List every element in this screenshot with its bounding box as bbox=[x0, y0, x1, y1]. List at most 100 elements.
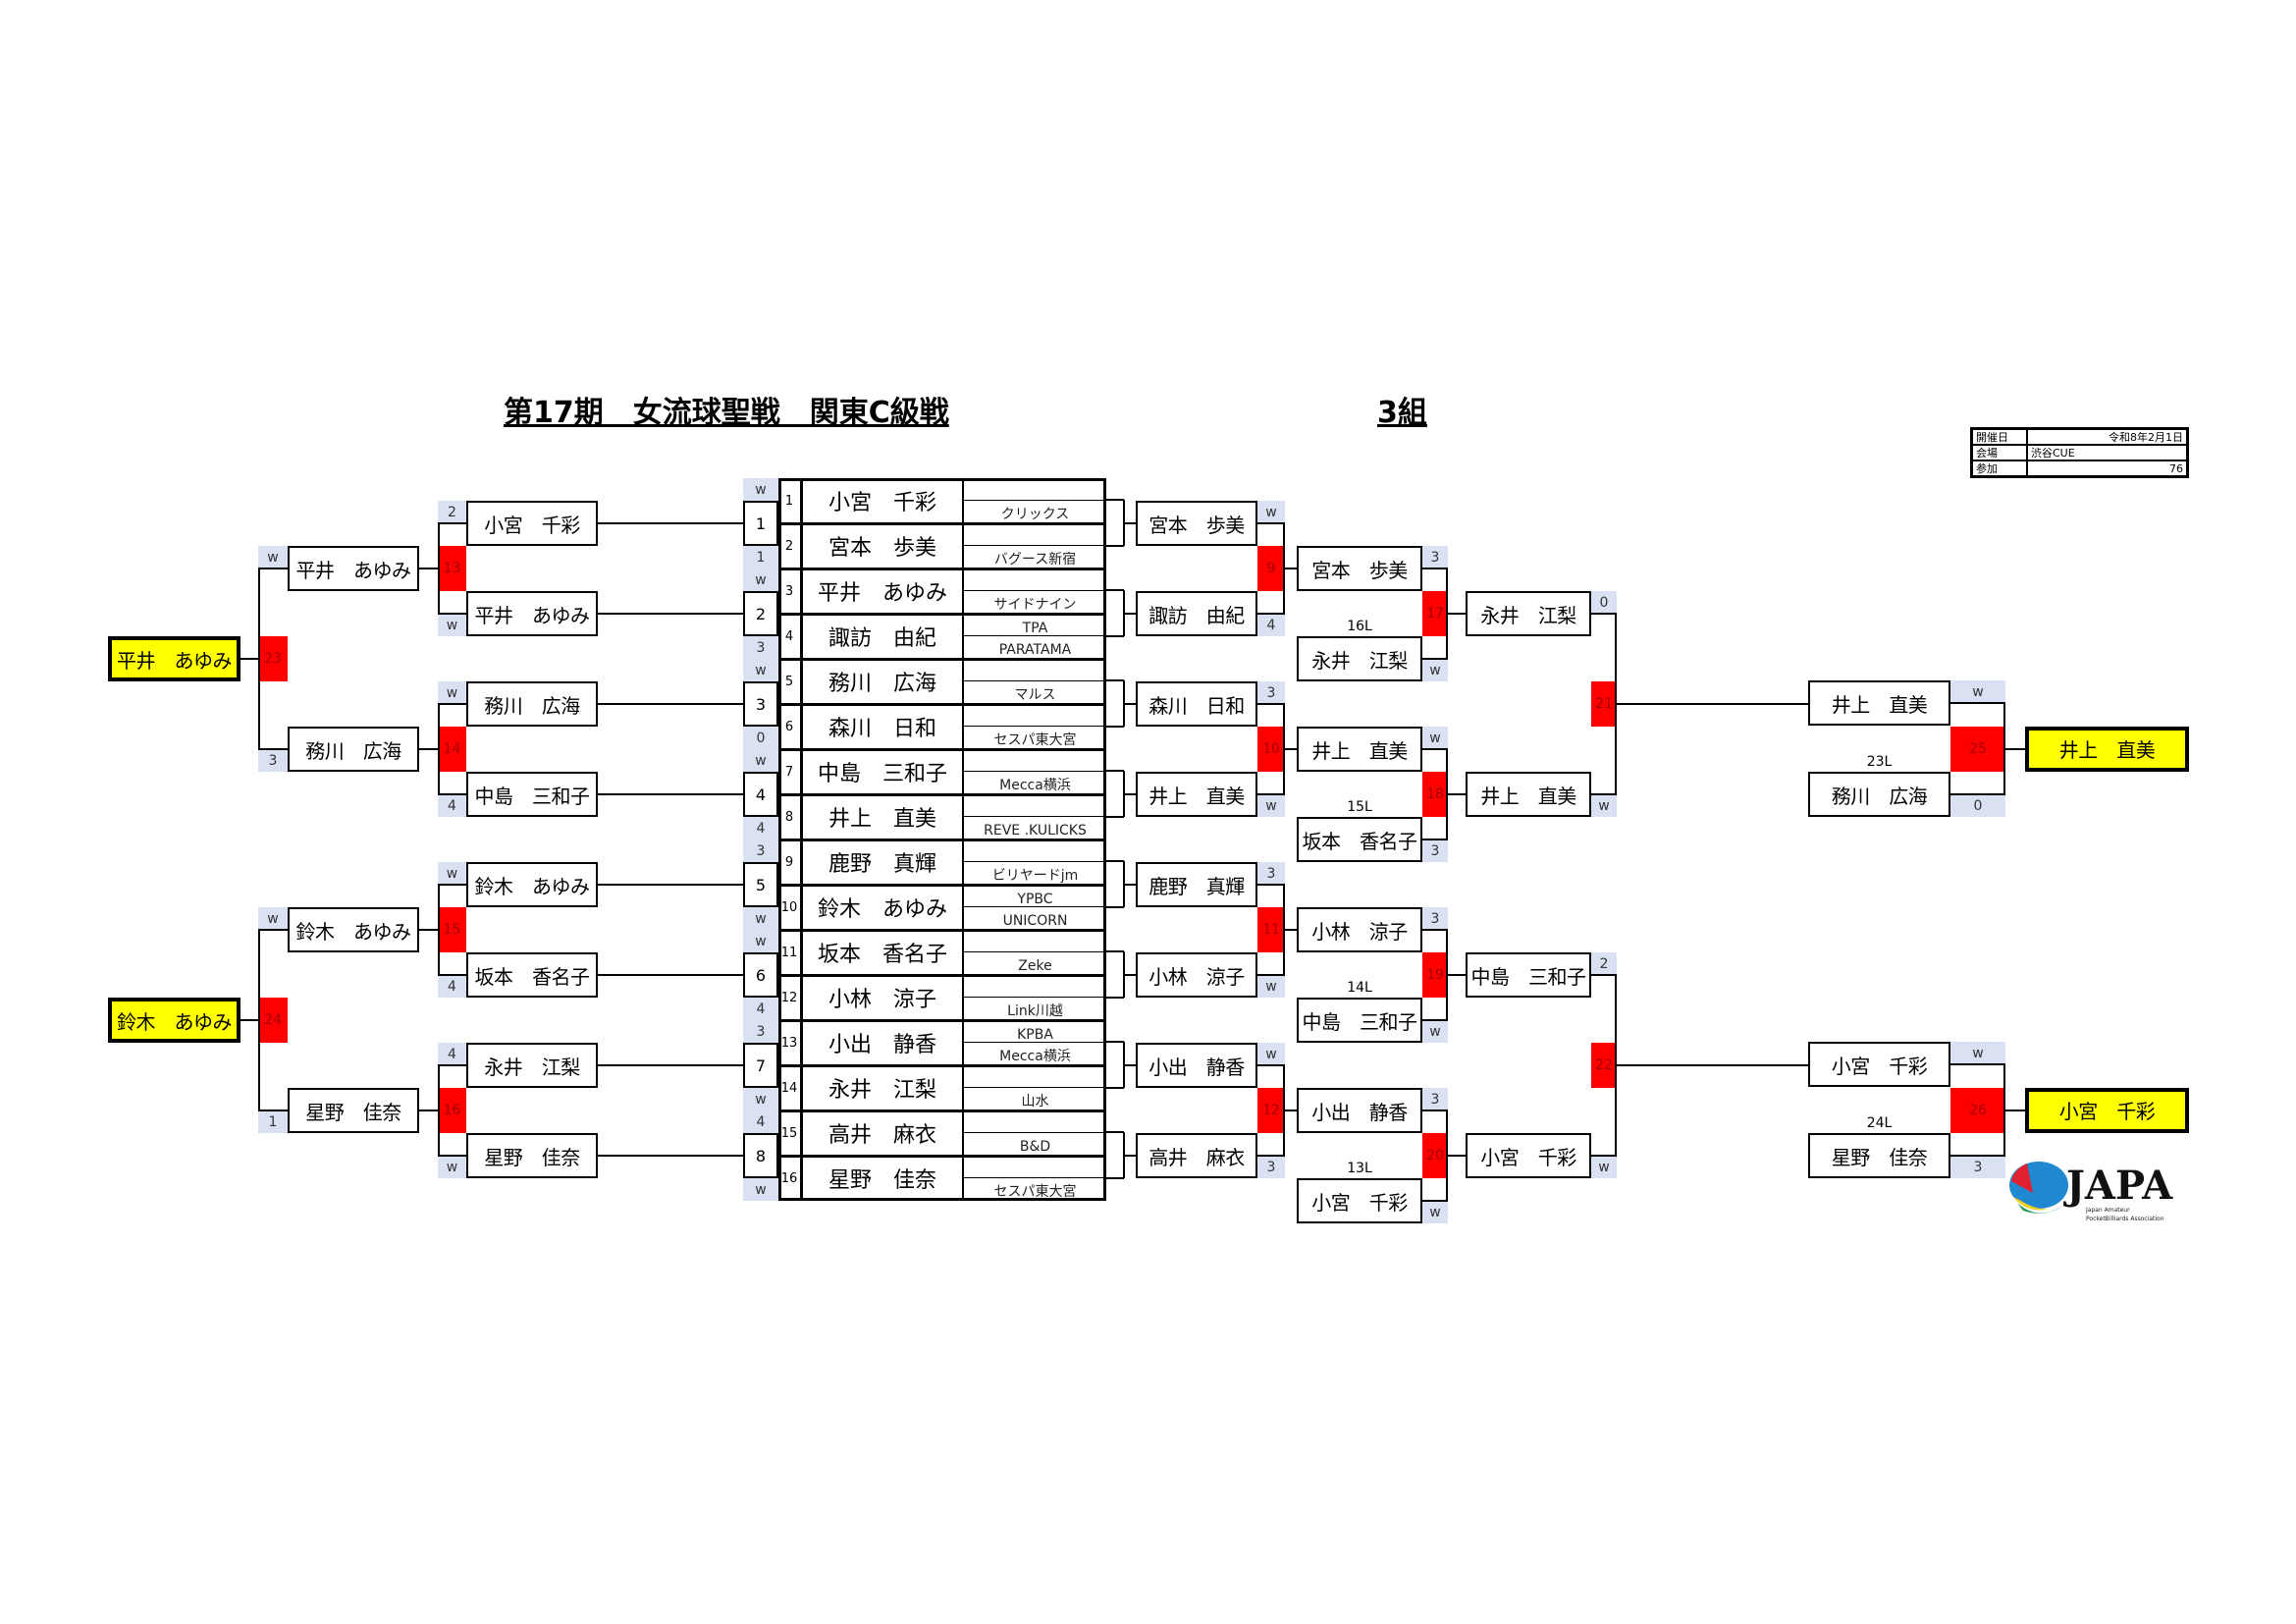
row-divider bbox=[778, 974, 1106, 977]
score-cell: w bbox=[438, 614, 466, 636]
bracket-line bbox=[1446, 749, 1448, 839]
match-number-box: 3 bbox=[743, 681, 778, 727]
club-name bbox=[964, 661, 1106, 680]
score-cell: 2 bbox=[1591, 952, 1617, 975]
bracket-line bbox=[438, 522, 466, 524]
player-name: 平井 あゆみ bbox=[803, 568, 964, 614]
player-box: 鈴木 あゆみ bbox=[466, 862, 598, 907]
score-cell: 2 bbox=[438, 501, 466, 523]
club-name: クリックス bbox=[1000, 507, 1070, 522]
player-box: 小出 静香 bbox=[1297, 1088, 1422, 1133]
bracket-line bbox=[258, 568, 260, 749]
club-divider bbox=[964, 1087, 1106, 1088]
score-cell: 4 bbox=[1257, 614, 1285, 636]
score-cell: w bbox=[438, 1156, 466, 1178]
loser-from-label: 15L bbox=[1347, 799, 1372, 815]
bracket-line bbox=[438, 974, 466, 976]
bracket-line bbox=[1106, 1087, 1124, 1089]
bracket-line bbox=[1124, 522, 1136, 524]
bracket-line bbox=[1950, 1155, 2005, 1157]
bracket-line bbox=[2003, 703, 2005, 794]
draw-number: 11 bbox=[778, 930, 803, 975]
row-divider bbox=[778, 1110, 1106, 1112]
loser-from-label: 16L bbox=[1347, 619, 1372, 634]
club-name bbox=[964, 977, 1106, 997]
player-name: 鈴木 あゆみ bbox=[803, 885, 964, 930]
info-value-date: 令和8年2月1日 bbox=[2027, 429, 2187, 445]
player-box: 井上 直美 bbox=[1297, 727, 1422, 772]
bracket-line bbox=[1422, 839, 1448, 840]
score-cell: 4 bbox=[743, 998, 778, 1020]
bracket-line bbox=[1422, 568, 1448, 569]
match-number: 22 bbox=[1591, 1043, 1617, 1088]
player-box: 中島 三和子 bbox=[1466, 952, 1591, 998]
bracket-line bbox=[1124, 703, 1136, 705]
score-cell: 4 bbox=[438, 794, 466, 817]
bracket-line bbox=[438, 613, 466, 615]
bracket-line bbox=[1950, 1063, 2005, 1065]
score-cell: w bbox=[1257, 1043, 1285, 1065]
score-cell: 3 bbox=[1950, 1156, 2005, 1178]
score-cell: 3 bbox=[258, 749, 288, 772]
bracket-line bbox=[1106, 1131, 1124, 1133]
match-number-box: 5 bbox=[743, 862, 778, 907]
bracket-line bbox=[1591, 974, 1617, 976]
bracket-line bbox=[1106, 906, 1124, 908]
bracket-line bbox=[438, 1065, 440, 1156]
bracket-line bbox=[438, 884, 466, 886]
score-cell: w bbox=[1257, 501, 1285, 523]
club-name bbox=[964, 796, 1106, 816]
bracket-line bbox=[1257, 884, 1285, 886]
row-divider bbox=[778, 1019, 1106, 1022]
match-number: 18 bbox=[1422, 772, 1448, 817]
score-cell: 3 bbox=[743, 839, 778, 862]
bracket-line bbox=[598, 1064, 743, 1066]
bracket-line bbox=[1106, 860, 1124, 862]
club-divider bbox=[964, 951, 1106, 952]
loser-from-label: 14L bbox=[1347, 980, 1372, 996]
match-number: 19 bbox=[1422, 952, 1448, 998]
player-box: 小林 涼子 bbox=[1136, 952, 1257, 998]
row-divider bbox=[778, 658, 1106, 661]
finalist-box: 鈴木 あゆみ bbox=[108, 998, 240, 1043]
score-cell: w bbox=[743, 568, 778, 591]
score-cell: 3 bbox=[1257, 1156, 1285, 1178]
bracket-line bbox=[1422, 1200, 1448, 1202]
bracket-line bbox=[1106, 635, 1124, 637]
row-divider bbox=[778, 1064, 1106, 1067]
score-cell: 3 bbox=[1422, 546, 1448, 568]
score-cell: 3 bbox=[1257, 862, 1285, 885]
bracket-line bbox=[1422, 929, 1448, 931]
bracket-line bbox=[2003, 1064, 2005, 1156]
bracket-line bbox=[1106, 997, 1124, 999]
club-divider bbox=[964, 545, 1106, 546]
finalist-box: 井上 直美 bbox=[2025, 726, 2189, 772]
draw-number: 16 bbox=[778, 1156, 803, 1201]
svg-text:JAPA: JAPA bbox=[2063, 1163, 2173, 1209]
score-cell: w bbox=[1257, 975, 1285, 998]
row-divider bbox=[778, 748, 1106, 751]
info-table: 開催日 令和8年2月1日 会場 渋谷CUE 参加 76 bbox=[1970, 427, 2189, 478]
bracket-line bbox=[1285, 1110, 1297, 1111]
bracket-line bbox=[598, 974, 743, 976]
club-name: TPA bbox=[1022, 621, 1048, 636]
bracket-line bbox=[1283, 885, 1285, 975]
player-name: 森川 日和 bbox=[803, 704, 964, 749]
bracket-line bbox=[1257, 613, 1285, 615]
player-box: 務川 広海 bbox=[466, 681, 598, 727]
score-cell: 3 bbox=[1422, 1088, 1448, 1110]
club-divider bbox=[964, 680, 1106, 681]
club-name: Mecca横浜 bbox=[999, 1049, 1071, 1064]
bracket-line bbox=[1106, 816, 1124, 818]
player-box: 鈴木 あゆみ bbox=[288, 907, 419, 952]
loser-from-label: 24L bbox=[1866, 1115, 1893, 1131]
bracket-line bbox=[1446, 930, 1448, 1020]
loser-from-label: 23L bbox=[1866, 754, 1893, 770]
bracket-line bbox=[1422, 1110, 1448, 1111]
bracket-line bbox=[1283, 523, 1285, 614]
club-name: B&D bbox=[1019, 1139, 1051, 1155]
bracket-line bbox=[1106, 679, 1124, 681]
bracket-line bbox=[1591, 1155, 1617, 1157]
bracket-line bbox=[1124, 884, 1136, 886]
player-box: 平井 あゆみ bbox=[466, 591, 598, 636]
